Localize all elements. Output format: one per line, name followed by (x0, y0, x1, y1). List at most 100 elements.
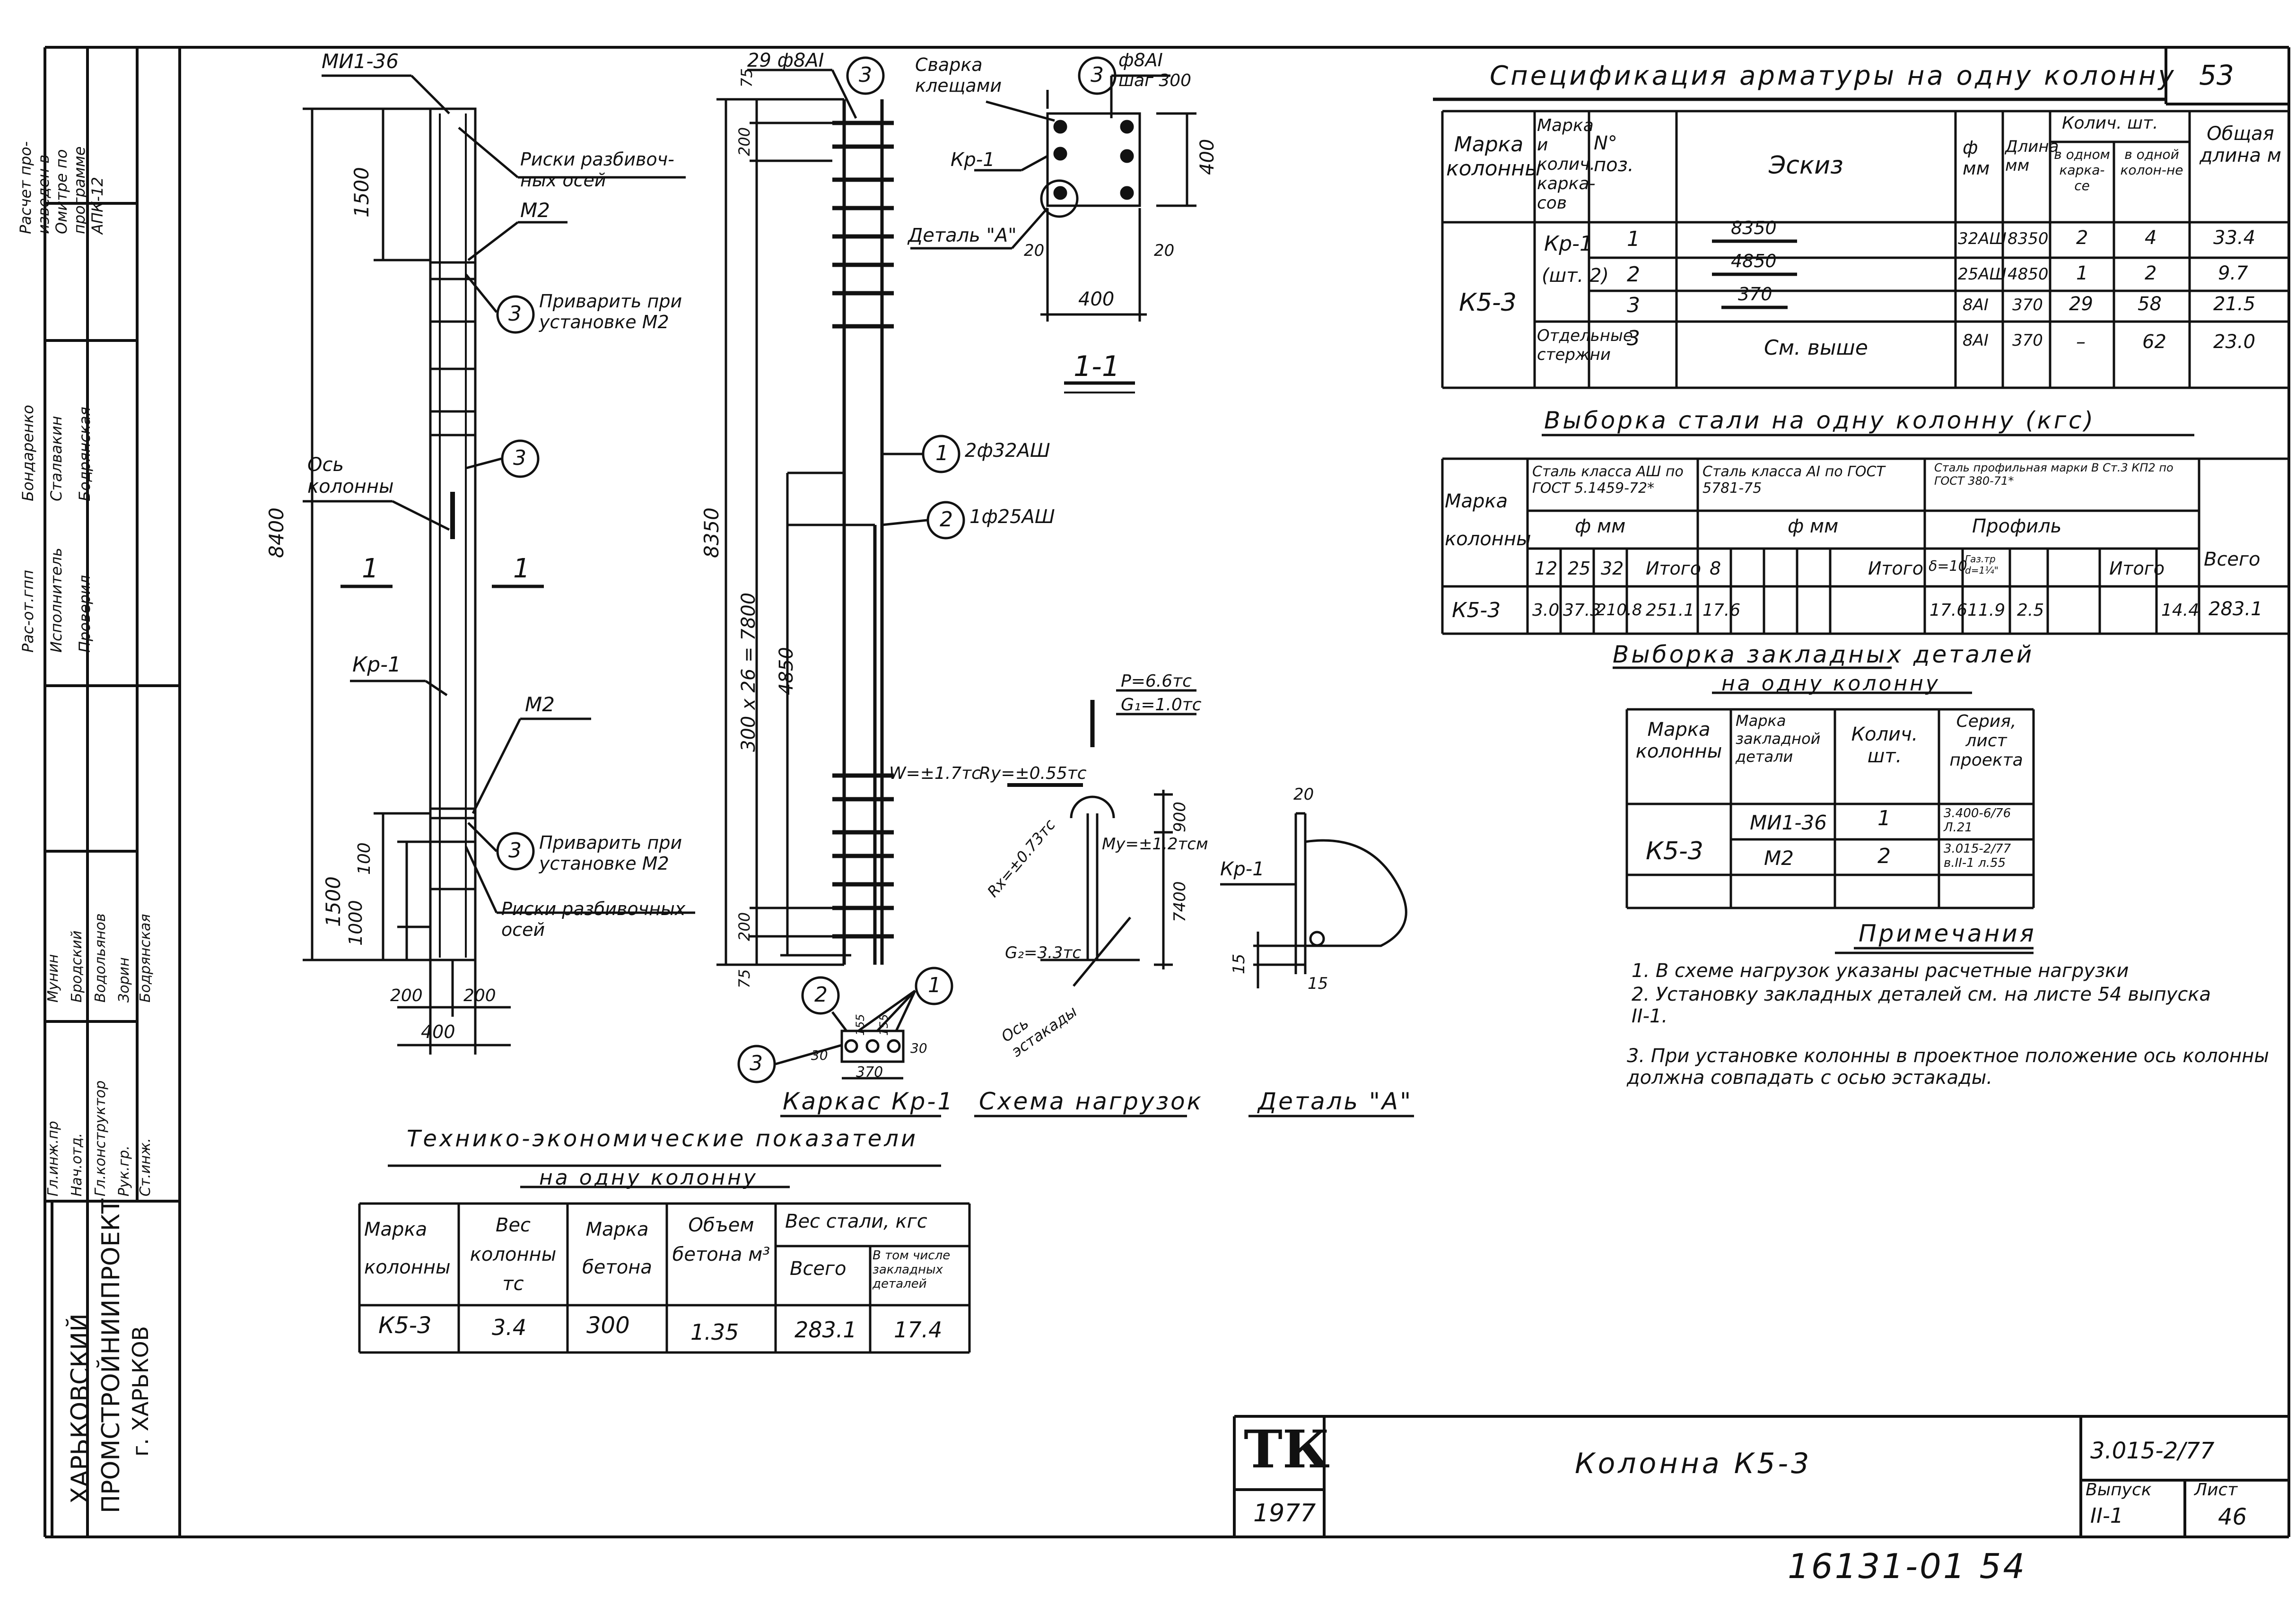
steel-row-total1: 251.1 (1646, 601, 1695, 620)
margin-role2-2: Гл.конструктор (92, 1080, 109, 1196)
tech-h-steel: Вес стали, кгс (785, 1211, 927, 1232)
dim-900: 900 (1170, 802, 1189, 832)
steel-sub-8: 8 (1710, 558, 1721, 579)
spec-r1-d: 32AШ (1958, 229, 2007, 248)
tech-title: Технико-экономические показатели (407, 1125, 918, 1152)
steel-title: Выборка стали на одну колонну (кгс) (1544, 407, 2096, 434)
caption-detail-a: Деталь "А" (1258, 1088, 1413, 1115)
steel-row-8: 17.6 (1702, 601, 1741, 620)
steel-sub-total3: Итого (2109, 558, 2165, 579)
caption-cage: Каркас Кр-1 (783, 1088, 955, 1115)
marker-1-bottom: 1 (928, 973, 941, 997)
steel-row-pipe: 2.5 (2017, 601, 2044, 620)
spec-r1-len: 8350 (2008, 229, 2049, 248)
dim-4850: 4850 (776, 647, 797, 695)
spec-r3-qc: 29 (2069, 293, 2093, 315)
spec-r3-len: 370 (2012, 296, 2043, 314)
spec-r4-qk: 62 (2142, 331, 2166, 353)
cage-drawing (716, 56, 965, 1117)
embed-r2-qty: 2 (1877, 844, 1891, 868)
label-load-my: My=±1.2тсм (1102, 835, 1208, 854)
load-scheme (974, 689, 1196, 1117)
detail-a-drawing (1220, 812, 1414, 1117)
spec-r2-sketch: 4850 (1731, 251, 1777, 271)
dim-400-elev: 400 (421, 1021, 455, 1042)
embed-r2-ref: 3.015-2/77 в.II-1 л.55 (1944, 842, 2011, 870)
spec-r3-sketch: 370 (1738, 284, 1772, 305)
margin-name-3: Бодрянская (76, 407, 94, 501)
dim-20-left: 20 (1024, 241, 1045, 260)
spec-h-total: Общая длина м (2200, 123, 2281, 166)
tech-row-mark: К5-3 (378, 1312, 432, 1339)
dim-cs-30a: 30 (811, 1047, 828, 1063)
marker-3-bottom: 3 (750, 1051, 763, 1075)
spec-r4-sketch: См. выше (1764, 336, 1868, 360)
label-m2-bottom: М2 (525, 693, 555, 716)
spec-r2-d: 25AШ (1958, 265, 2007, 284)
dim-1000: 1000 (345, 900, 366, 946)
label-bar-32: 2ф32AШ (965, 440, 1050, 462)
label-bar-25: 1ф25AШ (969, 506, 1055, 528)
steel-row-grand: 283.1 (2209, 598, 2263, 620)
dim-200-right: 200 (463, 986, 496, 1005)
spec-h-in-col: в одной колон-не (2120, 147, 2183, 178)
dim-spacing: 300 x 26 = 7800 (738, 592, 760, 752)
spec-r1-sketch: 8350 (1731, 218, 1777, 238)
margin-name2-3: Зорин (116, 957, 132, 1003)
steel-h-group1: Сталь класса AШ по ГОСТ 5.1459-72* (1532, 463, 1684, 497)
label-load-g1: G₁=1.0тс (1121, 695, 1202, 715)
embed-h-qty: Колич. шт. (1851, 724, 1918, 767)
stamp-year: 1977 (1253, 1499, 1316, 1527)
spec-r2-total: 9.7 (2218, 262, 2248, 284)
spec-h-sketch: Эскиз (1769, 151, 1843, 180)
steel-h-profile: Профиль (1972, 515, 2062, 537)
note-1: 1. В схеме нагрузок указаны расчетные на… (1632, 960, 2129, 982)
page-number: 53 (2199, 59, 2234, 91)
spec-r2-qk: 2 (2145, 262, 2157, 284)
margin-role-1: Рас-от.гпп (19, 569, 37, 653)
label-kr1-elev: Кр-1 (352, 653, 402, 677)
steel-row-32: 210.8 (1596, 601, 1642, 619)
steel-h-diam1: ф мм (1575, 515, 1626, 537)
label-kr1-section: Кр-1 (951, 149, 995, 171)
steel-h-group2: Сталь класса AI по ГОСТ 5781-75 (1702, 463, 1885, 497)
note-3: 3. При установке колонны в проектное пол… (1627, 1045, 2269, 1089)
embed-title: Выборка закладных деталей (1613, 641, 2034, 668)
label-mi1-36: МИ1-36 (322, 50, 399, 73)
spec-r4-pos: 3 (1627, 326, 1640, 350)
dim-cs-155a: 155 (854, 1014, 867, 1036)
label-load-ry: Ry=±0.55тс (979, 764, 1087, 783)
org-name-2: ПРОМСТРОЙНИИПРОЕКТ (97, 1198, 125, 1513)
spec-r1-pos: 1 (1627, 227, 1640, 251)
tech-row-grade: 300 (586, 1312, 630, 1339)
margin-role2-3: Рук.гр. (116, 1145, 132, 1196)
dim-1500-bottom: 1500 (322, 876, 345, 927)
spec-h-cage: Марка и колич. карка-сов (1537, 116, 1596, 213)
section-title: 1-1 (1074, 350, 1120, 383)
section-1-1 (910, 56, 1196, 393)
note-2: 2. Установку закладных деталей см. на ли… (1632, 984, 2211, 1027)
stamp-issue-label: Выпуск (2086, 1480, 2152, 1500)
label-load-p: P=6.6тс (1121, 672, 1192, 691)
label-weld-bottom: Приварить при установке М2 (539, 832, 682, 874)
label-weld-clamps: Сварка клещами (915, 54, 1002, 96)
margin-role2-1: Нач.отд. (69, 1133, 85, 1196)
steel-sub-grand: Всего (2204, 549, 2261, 570)
spec-h-mark: Марка колонны (1446, 132, 1541, 181)
label-top-bar: ф8AI (1118, 50, 1163, 70)
label-kr1-detail: Кр-1 (1220, 858, 1265, 880)
dim-15-horizontal: 15 (1308, 974, 1328, 993)
stamp-sheet-label: Лист (2194, 1480, 2238, 1500)
tech-h-embedded: В том числе закладных деталей (873, 1248, 951, 1291)
label-weld-top: Приварить при установке М2 (539, 291, 682, 332)
embed-subtitle: на одну колонну (1721, 672, 1940, 696)
spec-r4-len: 370 (2012, 331, 2043, 350)
stamp-logo: ТК (1244, 1419, 1330, 1480)
margin-chief-name: Мунин (45, 954, 61, 1003)
spec-r1-qk: 4 (2145, 227, 2157, 249)
tables-ruling (358, 97, 2289, 1354)
dim-75-top: 75 (738, 68, 756, 87)
dim-cs-370: 370 (856, 1064, 883, 1081)
section-mark-left: 1 (362, 553, 379, 584)
notes-title: Примечания (1859, 920, 2036, 947)
